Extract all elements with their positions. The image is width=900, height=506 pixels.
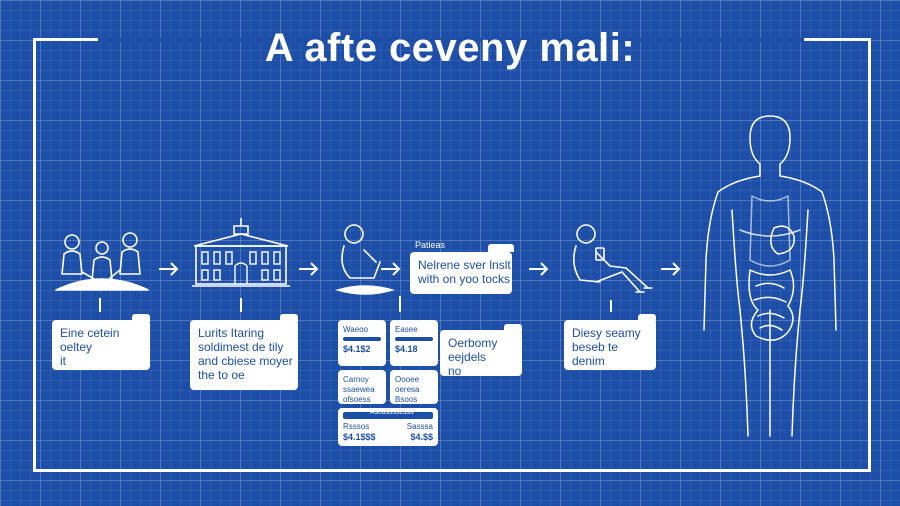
arrow-right-icon [380, 262, 402, 276]
cell-label: Oooee [395, 375, 420, 384]
arrow-right-icon [158, 262, 180, 276]
human-anatomy-icon [696, 110, 846, 440]
cell-label: ofsoess [343, 395, 371, 404]
arrow-right-icon [528, 262, 550, 276]
data-total-row: Rsssos Sasssa $4.1$$$ $4.$$ [338, 408, 438, 446]
total-values: $4.1$$$ $4.$$ [343, 432, 433, 442]
caption-line: soldimest de tily [198, 340, 284, 354]
caption-line: and cbiese moyer [198, 354, 293, 368]
caption-line: Eine cetein [60, 326, 120, 340]
cell-value: $4.$$ [410, 432, 433, 442]
cell-label: Carnoy [343, 375, 369, 384]
cell-value: $4.1$2 [343, 344, 371, 354]
step-2-caption-card: Lurits Itaring soldimest de tily and cbi… [190, 314, 298, 390]
cell-label: Bsoos [395, 395, 418, 404]
connector-line [610, 300, 612, 312]
cell-label: Rsssos [343, 422, 370, 431]
caption-line: it [60, 354, 66, 368]
caption-line: Diesy seamy [572, 326, 641, 340]
cell-bar [395, 337, 433, 341]
caption-line: eejdels [448, 350, 487, 364]
cell-value: ssaewea [343, 385, 375, 394]
frame-title-gap [98, 38, 804, 42]
caption-line: beseb te [572, 340, 619, 354]
card-tab [504, 324, 522, 332]
people-group-icon [52, 228, 152, 296]
caption-line: oeltey [60, 340, 93, 354]
table-divider [343, 412, 433, 419]
cell-label: Sasssa [406, 422, 433, 431]
arrow-right-icon [298, 262, 320, 276]
cell-value: oeresa [395, 385, 420, 394]
step-5-caption-card: Diesy seamy beseb te denim [564, 314, 656, 370]
caption-line: denim [572, 354, 605, 368]
cell-value: $4.18 [395, 344, 418, 354]
caption-line: Lurits Itaring [198, 326, 265, 340]
cell-label: Waeoo [343, 325, 369, 334]
caption-line: with on yoo tocks [418, 272, 511, 286]
diagram-title: A afte ceveny mali: [264, 26, 636, 70]
seated-person-icon [330, 222, 400, 298]
building-icon [190, 216, 292, 290]
caption-line: Oerbomy [448, 336, 498, 350]
data-cell: Easee $4.18 [390, 320, 438, 366]
step-4-caption-card: Oerbomy eejdels no [440, 324, 522, 378]
caption-line: no [448, 364, 462, 378]
connector-line [99, 298, 101, 312]
step-1-caption-card: Eine cetein oeltey it [52, 314, 150, 370]
note-label: Patieas [415, 240, 446, 250]
step-3-caption-card: Nelrene sver lnslt with on yoo tocks [410, 244, 514, 294]
data-cell: Waeoo $4.1$2 [338, 320, 386, 366]
data-cell: Carnoy ssaewea ofsoess [338, 370, 386, 404]
connector-line [399, 296, 401, 312]
data-cell: Oooee oeresa Bsoos [390, 370, 438, 404]
card-tab [280, 314, 298, 322]
arrow-right-icon [660, 262, 682, 276]
total-labels: Rsssos Sasssa [343, 422, 433, 432]
caption-line: Nelrene sver lnslt [418, 258, 511, 272]
card-tab [638, 314, 656, 322]
card-tab [488, 244, 514, 252]
card-tab [132, 314, 150, 322]
caption-line: the to oe [198, 368, 245, 382]
cell-label: Easee [395, 325, 418, 334]
sitting-person-phone-icon [566, 222, 654, 298]
cell-bar [343, 337, 381, 341]
connector-line [240, 298, 242, 312]
cell-value: $4.1$$$ [343, 432, 376, 442]
table-divider-label: Ascasssscsss [370, 409, 414, 416]
